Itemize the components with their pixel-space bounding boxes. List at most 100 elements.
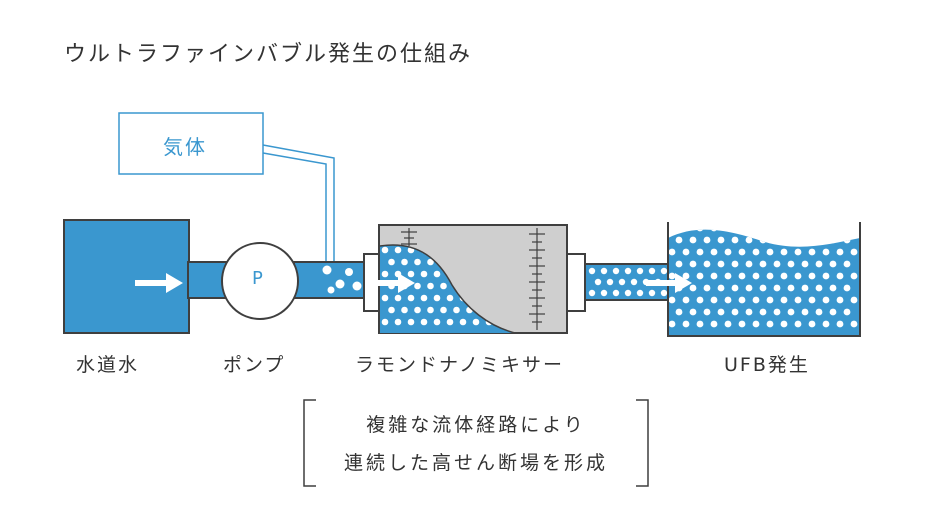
- bubble-dot: [787, 260, 795, 268]
- bubble-dot: [668, 248, 676, 256]
- bubble-dot: [660, 289, 668, 297]
- bubble-dot: [717, 260, 725, 268]
- bubble-dot: [752, 229, 760, 232]
- bubble-dot: [801, 308, 809, 316]
- gas-label: 気体: [163, 135, 207, 159]
- bubble-dot: [801, 284, 809, 292]
- bubble-dot: [850, 272, 858, 280]
- bubble-dot: [815, 284, 823, 292]
- flow-arrow-icon: [135, 273, 183, 293]
- ufb-tank-water: [668, 229, 860, 336]
- bubble-dot: [703, 236, 711, 244]
- label-mixer: ラモンドナノミキサー: [355, 354, 565, 376]
- bubble-dot: [815, 260, 823, 268]
- bubble-dot: [815, 308, 823, 316]
- mixer-flow-arrow-icon: [366, 273, 415, 293]
- bubble-dot: [759, 260, 767, 268]
- bubble-dot: [752, 296, 760, 304]
- bubble-dot: [427, 258, 434, 266]
- bubble-dot: [394, 246, 402, 254]
- bubble-dot: [738, 248, 746, 256]
- bubble-dot: [696, 320, 704, 328]
- bubble-dot: [689, 308, 697, 316]
- bubble-dot: [689, 260, 697, 268]
- bubble-dot: [801, 260, 809, 268]
- bubble-dot: [394, 294, 402, 302]
- bubble-dot: [794, 272, 802, 280]
- bubble-dot: [738, 229, 746, 232]
- mixer-outlet-flange: [566, 253, 586, 312]
- bubble-dot: [420, 270, 428, 278]
- bubble-dot: [780, 229, 788, 232]
- bubble-dot: [808, 248, 816, 256]
- bubble-dot: [829, 284, 837, 292]
- bubble-dot: [588, 289, 596, 297]
- bubble-dot: [414, 282, 421, 290]
- bubble-dot: [612, 289, 620, 297]
- bubble-dot: [724, 272, 732, 280]
- bubble-dot: [668, 229, 676, 232]
- bubble-dot: [773, 284, 781, 292]
- bubble-dot: [731, 284, 739, 292]
- bubble-dot: [381, 318, 389, 326]
- bubble-dot: [801, 236, 809, 244]
- pump-body: [221, 242, 299, 320]
- bubble-dot: [703, 284, 711, 292]
- bubble-dot: [787, 308, 795, 316]
- note-line-2: 連続した高せん断場を形成: [343, 452, 608, 474]
- bubble-dot: [731, 308, 739, 316]
- bubble-dot: [668, 296, 676, 304]
- bubble-dot: [668, 320, 676, 328]
- bubble-dot: [381, 270, 389, 278]
- mixer-water: [380, 244, 515, 333]
- bubble-dot: [794, 296, 802, 304]
- bubble-dot: [766, 229, 774, 232]
- bubble-dot: [440, 282, 447, 290]
- bubble-dot: [675, 236, 683, 244]
- bubble-dot: [696, 248, 704, 256]
- bubble-dot: [717, 284, 725, 292]
- bubble-dot: [836, 248, 844, 256]
- bubble-dot: [630, 278, 638, 286]
- bubble-dot: [822, 320, 830, 328]
- bubble-dot: [388, 258, 395, 266]
- bubble-dot: [414, 306, 421, 314]
- ufb-flow-arrow-icon: [646, 273, 692, 293]
- bubble-dot: [822, 229, 830, 232]
- bubble-dot: [766, 320, 774, 328]
- bubble-dot: [381, 246, 389, 254]
- bubble-dot: [752, 272, 760, 280]
- bubble-dot: [682, 229, 690, 232]
- bubble-dot: [731, 260, 739, 268]
- bubble-dot: [703, 308, 711, 316]
- bubble-dot: [759, 284, 767, 292]
- bubble-dot: [433, 318, 441, 326]
- bubble-dot: [682, 248, 690, 256]
- bubble-dot: [745, 260, 753, 268]
- bubble-dot: [594, 278, 602, 286]
- bubble-dot: [794, 320, 802, 328]
- bubble-dot: [401, 306, 408, 314]
- bubble-dot: [703, 260, 711, 268]
- label-tap-water: 水道水: [76, 354, 140, 376]
- gas-line-inner: [262, 152, 327, 262]
- bubble-dot: [724, 296, 732, 304]
- bubble-dot: [850, 248, 858, 256]
- bubble-dot: [724, 229, 732, 232]
- bubble-dot: [780, 272, 788, 280]
- bubble-dot: [600, 289, 608, 297]
- mixer-water-edge: [379, 244, 516, 334]
- bubble-dot: [780, 248, 788, 256]
- bubble-dot: [433, 294, 441, 302]
- bubble-dot: [822, 248, 830, 256]
- bubble-dot: [381, 294, 389, 302]
- bubble-dot: [766, 248, 774, 256]
- bubble-dot: [822, 296, 830, 304]
- bubble-dot: [660, 267, 668, 275]
- bubble-dot: [717, 308, 725, 316]
- bubble-dot: [624, 289, 632, 297]
- bubble-dot: [808, 296, 816, 304]
- bubble-dot: [388, 306, 395, 314]
- bubble-dot: [843, 284, 851, 292]
